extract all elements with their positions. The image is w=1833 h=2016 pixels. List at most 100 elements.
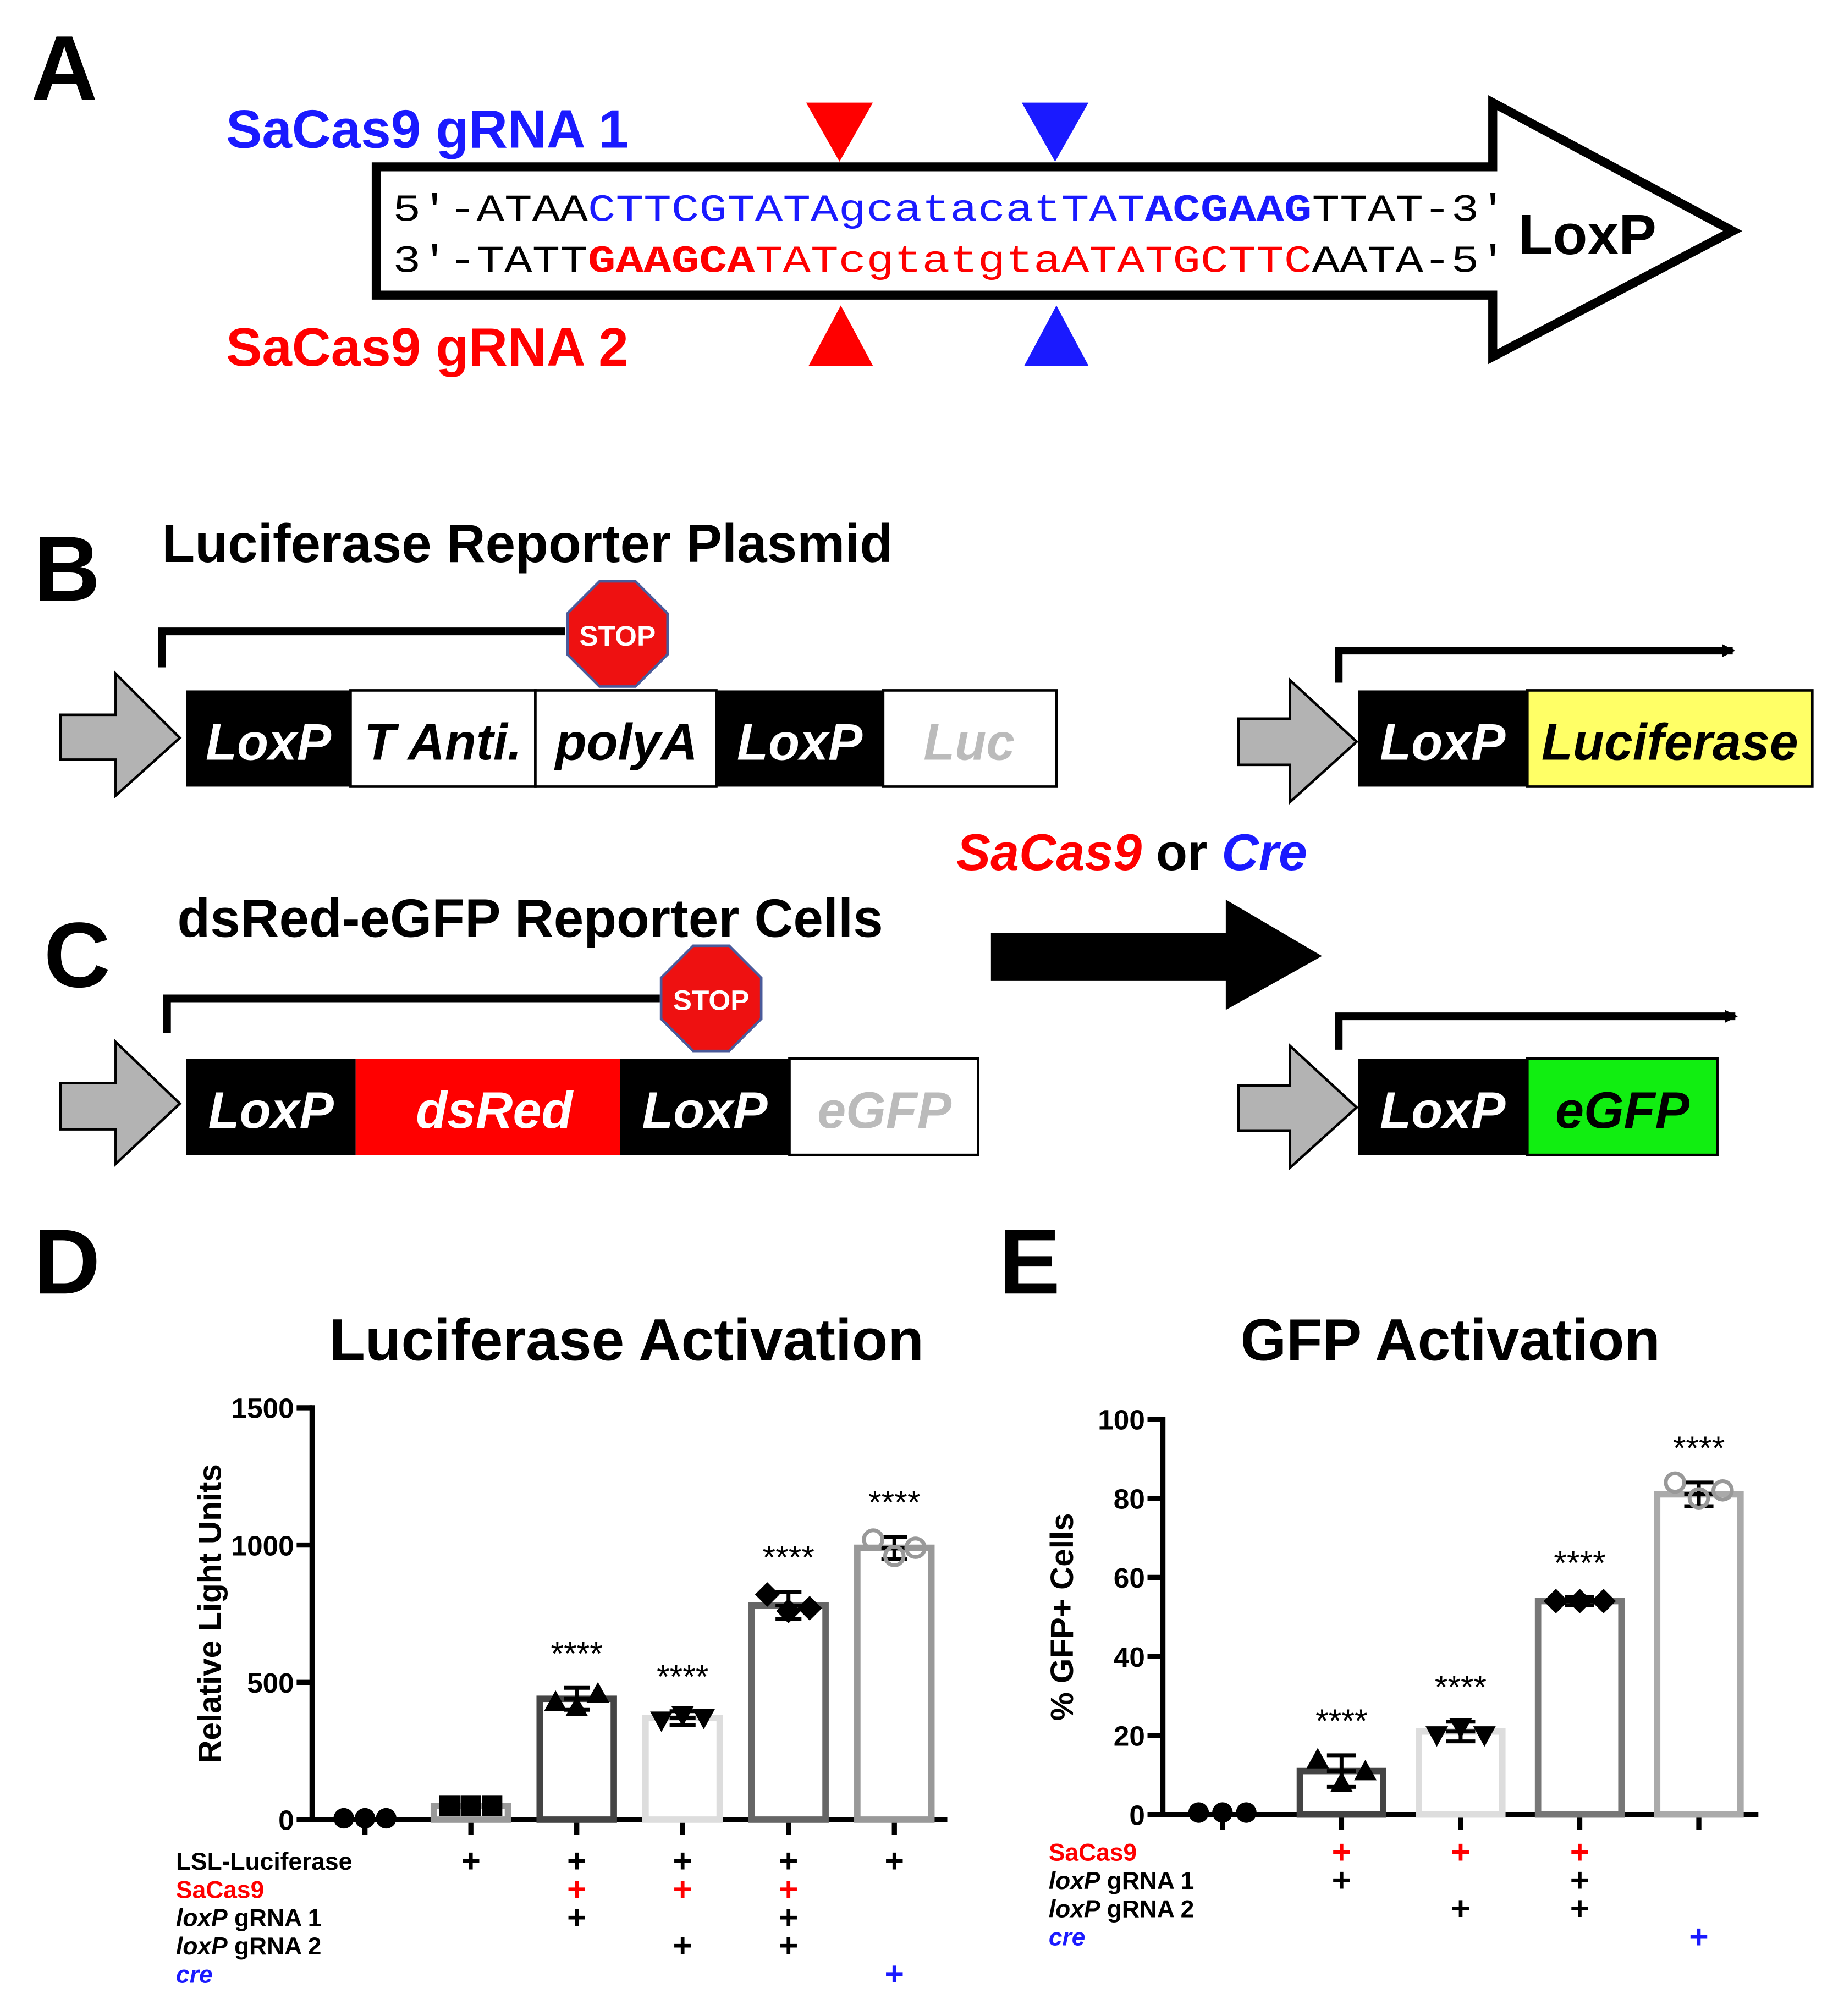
c-loxp2-label: LoxP (642, 1082, 768, 1139)
grna2-label: SaCas9 gRNA 2 (226, 317, 629, 377)
data-point-open-circle (862, 1528, 885, 1551)
after-b-luciferase-box (1526, 689, 1814, 788)
c-egfp-box (788, 1057, 979, 1156)
bar (1534, 1598, 1625, 1818)
condition-row-label: SaCas9 (1049, 1839, 1137, 1866)
sequence-segment: 5'-ATAA (393, 189, 587, 233)
plus-sign: + (1332, 1861, 1351, 1899)
c-dsred-label: dsRed (416, 1082, 574, 1139)
b-luc-box (882, 689, 1058, 788)
data-point-open-circle (1711, 1479, 1734, 1502)
plus-sign: + (1332, 1833, 1351, 1870)
after-b-loxp-box (1358, 690, 1528, 787)
after-c-egfp-box (1526, 1057, 1719, 1156)
b-stop-label: STOP (579, 620, 656, 652)
row-label-italic: cre (176, 1961, 213, 1988)
gfp-condition-table: SaCas9+++loxP gRNA 1++loxP gRNA 2++cre+ (1049, 1833, 1709, 1955)
row-label-text: SaCas9 (176, 1876, 264, 1903)
y-tick-label: 0 (278, 1805, 294, 1836)
panel-e-letter: E (999, 1210, 1060, 1313)
data-point-triangle-up (544, 1690, 567, 1711)
luciferase-condition-table: LSL-Luciferase+++++SaCas9+++loxP gRNA 1+… (176, 1842, 904, 1992)
data-point-open-circle (1664, 1471, 1687, 1494)
y-axis-label: % GFP+ Cells (1044, 1513, 1080, 1721)
b-polya-label: polyA (553, 713, 697, 770)
b-loxp2-box (716, 690, 883, 787)
b-stop-sign-icon (566, 580, 669, 688)
c-dsred-box (355, 1059, 620, 1155)
b-loxp1-box (186, 690, 351, 787)
data-point-square (482, 1795, 503, 1816)
bar (642, 1715, 723, 1823)
plus-sign: + (779, 1927, 798, 1964)
bar (854, 1544, 935, 1823)
panel-b-title: Luciferase Reporter Plasmid (162, 513, 893, 574)
data-point-diamond (755, 1582, 780, 1607)
b-luc-label: Luc (923, 713, 1015, 770)
condition-row-label: cre (1049, 1924, 1086, 1951)
y-tick-label: 80 (1114, 1483, 1145, 1514)
plus-sign: + (1570, 1833, 1589, 1870)
plus-sign: + (1451, 1833, 1470, 1870)
plus-sign: + (1570, 1890, 1589, 1927)
data-point-triangle-down (650, 1711, 673, 1732)
c-loxp1-box (186, 1059, 356, 1155)
data-point-circle (1188, 1802, 1209, 1823)
promoter-arrow-icon (59, 670, 182, 799)
after-c-promoter-arrow-icon (1237, 1043, 1359, 1171)
after-b-luciferase-label: Luciferase (1542, 713, 1798, 770)
row-label-text: gRNA 1 (1100, 1868, 1194, 1894)
data-point-diamond (776, 1599, 801, 1623)
y-tick-label: 0 (1129, 1799, 1145, 1831)
plus-sign: + (567, 1842, 586, 1880)
enzyme-or-word: or (1156, 824, 1207, 881)
after-c-loxp-label: LoxP (1380, 1082, 1506, 1139)
data-point-triangle-up (1330, 1771, 1353, 1792)
significance-label: **** (657, 1658, 708, 1695)
c-loxp2-box (620, 1059, 790, 1155)
y-axis-label: Relative Light Units (192, 1464, 228, 1763)
b-polya-box (534, 689, 718, 788)
b-tanti-label: T Anti. (364, 713, 522, 770)
data-point-triangle-down (1425, 1726, 1449, 1747)
cut-site-blue-top-icon (1021, 102, 1089, 162)
bar (748, 1602, 829, 1823)
b-loxp1-label: LoxP (206, 713, 332, 770)
c-loxp1-label: LoxP (208, 1082, 334, 1139)
significance-label: **** (763, 1538, 814, 1576)
significance-label: **** (1435, 1668, 1487, 1706)
y-tick-label: 500 (247, 1667, 294, 1699)
plus-sign: + (673, 1927, 692, 1964)
condition-row-label: loxP gRNA 1 (1049, 1868, 1194, 1894)
cut-site-red-top-icon (806, 102, 873, 162)
data-point-triangle-down (1449, 1718, 1472, 1739)
plus-sign: + (1689, 1918, 1708, 1955)
significance-label: **** (551, 1634, 602, 1672)
row-label-text: gRNA 1 (228, 1905, 322, 1932)
row-label-text: SaCas9 (1049, 1839, 1137, 1866)
sequence-segment: TAT (755, 241, 839, 284)
plus-sign: + (779, 1898, 798, 1936)
data-point-circle (1236, 1802, 1257, 1823)
plus-sign: + (885, 1842, 904, 1880)
panel-a: A SaCas9 gRNA 1 SaCas9 gRNA 2 LoxP 5'-AT… (31, 16, 1743, 377)
bar (1416, 1728, 1506, 1818)
gfp-chart: GFP Activation% GFP+ Cells020406080100**… (1044, 1307, 1759, 1831)
data-point-diamond (797, 1596, 822, 1621)
data-point-circle (333, 1808, 354, 1829)
sequence-segment: CTTCGTATA (588, 189, 839, 233)
data-point-circle (354, 1808, 376, 1829)
data-point-circle (1212, 1802, 1233, 1823)
after-c-transcription-arrow (1335, 1010, 1738, 1050)
plus-sign: + (567, 1870, 586, 1908)
plus-sign: + (885, 1955, 904, 1992)
sequence-segment: GAAGCA (588, 241, 755, 284)
plus-sign: + (673, 1842, 692, 1880)
significance-label: **** (1315, 1702, 1367, 1739)
row-label-italic: loxP (1049, 1868, 1100, 1894)
y-tick-label: 60 (1114, 1562, 1145, 1594)
row-label-italic: loxP (176, 1905, 228, 1932)
